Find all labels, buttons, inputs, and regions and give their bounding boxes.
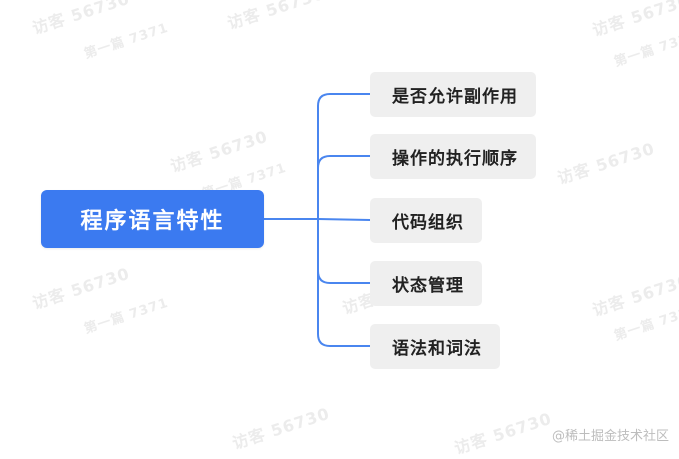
connector-branch-0 xyxy=(317,93,371,220)
connector-branch-4 xyxy=(317,218,371,347)
connector-branch-3 xyxy=(317,218,371,284)
child-node-state-management[interactable]: 状态管理 xyxy=(370,261,482,306)
root-node[interactable]: 程序语言特性 xyxy=(41,190,264,248)
child-node-label: 操作的执行顺序 xyxy=(392,149,518,169)
child-node-syntax-lexicon[interactable]: 语法和词法 xyxy=(370,324,500,369)
child-node-label: 代码组织 xyxy=(392,213,464,233)
source-watermark: @稀土掘金技术社区 xyxy=(551,429,669,444)
child-node-side-effects[interactable]: 是否允许副作用 xyxy=(370,72,536,117)
child-node-label: 是否允许副作用 xyxy=(392,87,518,107)
root-node-label: 程序语言特性 xyxy=(80,209,225,234)
connector-branch-2 xyxy=(317,218,371,221)
child-node-execution-order[interactable]: 操作的执行顺序 xyxy=(370,134,536,179)
child-node-label: 语法和词法 xyxy=(392,339,482,359)
child-node-code-organization[interactable]: 代码组织 xyxy=(370,198,482,243)
connector-branch-1 xyxy=(317,155,371,220)
child-node-label: 状态管理 xyxy=(392,276,464,296)
